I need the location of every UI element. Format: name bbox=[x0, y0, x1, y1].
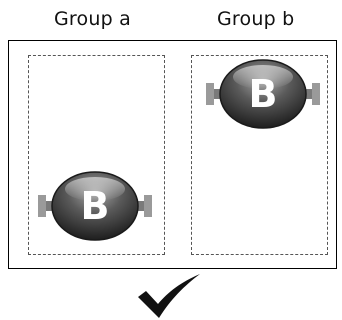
group-b-label: Group b bbox=[217, 8, 295, 30]
left-connector-stub bbox=[46, 201, 54, 211]
left-connector bbox=[206, 83, 214, 105]
checkmark-icon bbox=[138, 274, 200, 318]
b-node-icon[interactable]: B bbox=[34, 169, 156, 243]
right-connector bbox=[312, 83, 320, 105]
right-connector bbox=[144, 195, 152, 217]
b-node-icon[interactable]: B bbox=[202, 57, 324, 131]
right-connector-stub bbox=[304, 89, 312, 99]
group-a-label: Group a bbox=[54, 8, 131, 30]
group-b-box bbox=[191, 55, 328, 255]
node-letter: B bbox=[81, 184, 110, 228]
node-letter: B bbox=[249, 72, 278, 116]
node-highlight bbox=[233, 65, 293, 89]
left-connector-stub bbox=[214, 89, 222, 99]
left-connector bbox=[38, 195, 46, 217]
node-highlight bbox=[65, 177, 125, 201]
group-a-box bbox=[28, 55, 165, 255]
right-connector-stub bbox=[136, 201, 144, 211]
